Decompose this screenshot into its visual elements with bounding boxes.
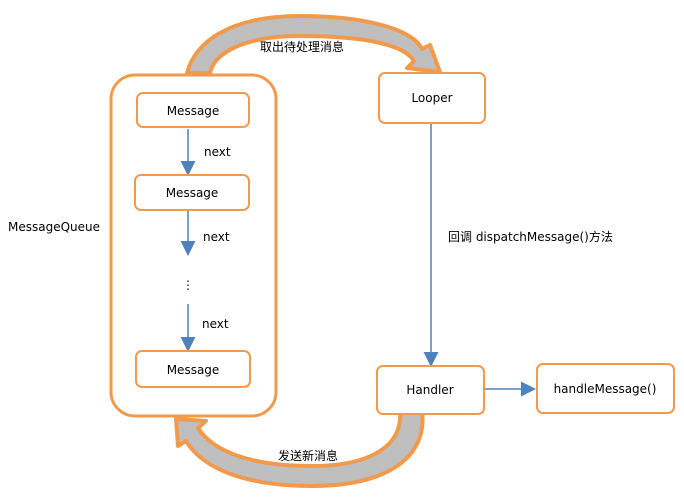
next-label-3: next (202, 317, 229, 331)
message-node-2-label: Message (166, 186, 219, 200)
handler-label: Handler (406, 383, 453, 397)
looper-node: Looper (378, 72, 486, 124)
message-queue-label: MessageQueue (8, 220, 100, 234)
message-node-1: Message (136, 92, 250, 128)
message-node-3: Message (135, 350, 251, 388)
next-label-2: next (203, 230, 230, 244)
looper-label: Looper (411, 91, 452, 105)
callback-label: 回调 dispatchMessage()方法 (448, 229, 613, 244)
send-message-label: 发送新消息 (278, 448, 338, 463)
next-label-1: next (204, 145, 231, 159)
message-node-3-label: Message (167, 363, 220, 377)
curved-arrow-top (185, 14, 442, 75)
handle-message-node: handleMessage() (536, 363, 675, 414)
take-message-label: 取出待处理消息 (260, 39, 344, 54)
handler-node: Handler (376, 365, 485, 415)
message-node-2: Message (134, 174, 250, 211)
handle-message-label: handleMessage() (554, 382, 657, 396)
curved-arrow-bottom (174, 409, 425, 488)
message-node-1-label: Message (167, 104, 220, 118)
queue-ellipsis: ⋮ (182, 278, 194, 292)
